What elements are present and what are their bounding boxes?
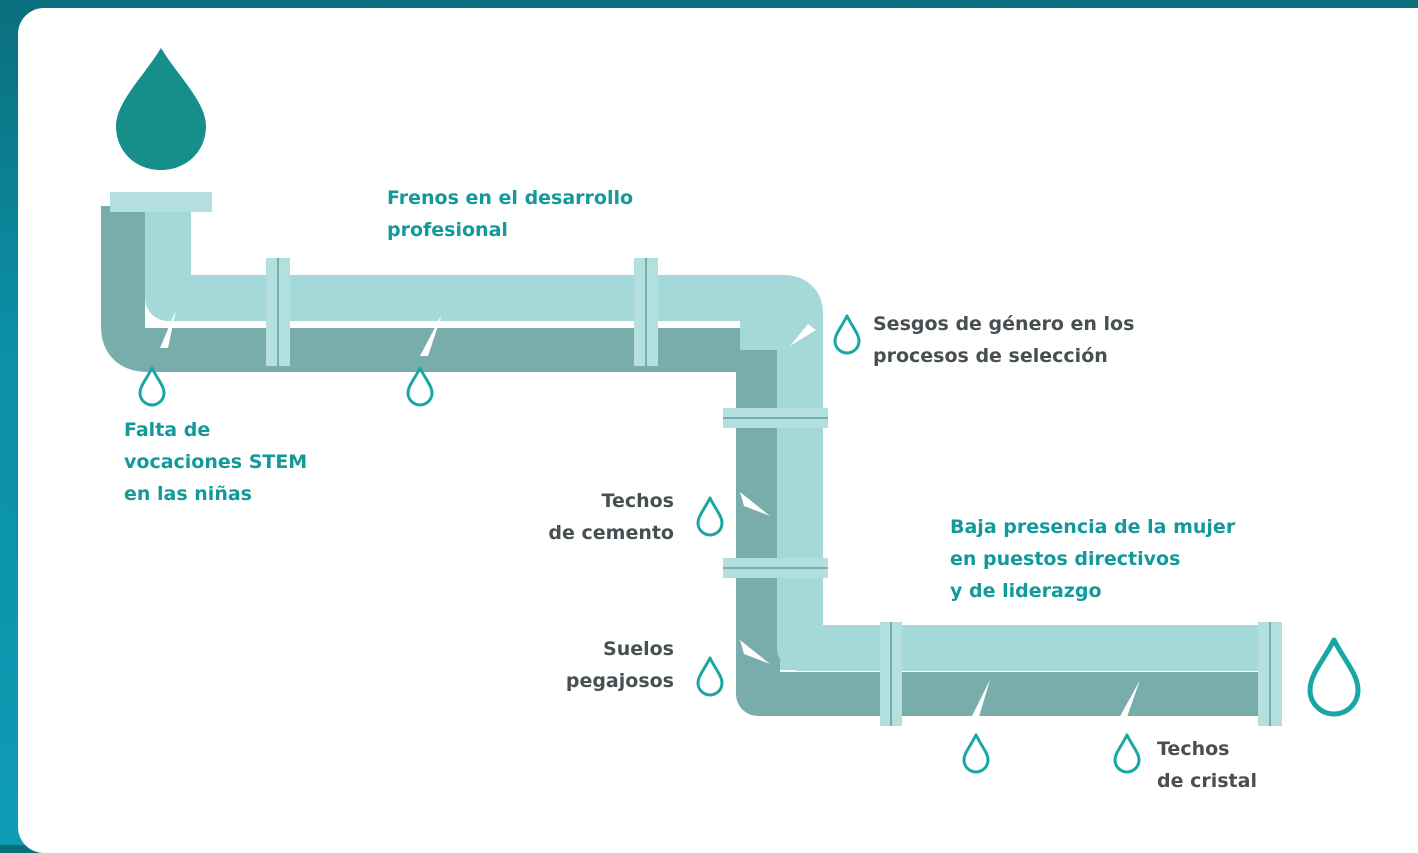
pipe-crack-7 — [1118, 680, 1140, 720]
diagram-card: Falta de vocaciones STEM en las niñas Fr… — [18, 8, 1418, 853]
label-falta-vocaciones: Falta de vocaciones STEM en las niñas — [124, 414, 307, 510]
pipe-crack-6 — [970, 680, 990, 720]
label-line: de cemento — [548, 522, 674, 544]
source-water-drop-icon — [116, 48, 206, 170]
pipe-crack-3 — [790, 324, 816, 346]
label-line: Baja presencia de la mujer — [950, 516, 1236, 538]
label-frenos-desarrollo: Frenos en el desarrollo profesional — [387, 182, 633, 246]
label-line: Sesgos de género en los — [873, 313, 1135, 335]
output-water-drop-icon — [1307, 637, 1361, 717]
label-line: procesos de selección — [873, 345, 1108, 367]
pipe-crack-1 — [160, 310, 176, 348]
label-line: Frenos en el desarrollo — [387, 187, 634, 209]
pipe-crack-4 — [740, 492, 770, 516]
label-suelos-pegajosos: Suelos pegajosos — [566, 633, 674, 697]
label-line: en puestos directivos — [950, 548, 1181, 570]
label-line: Falta de — [124, 419, 211, 441]
label-line: Techos — [601, 490, 674, 512]
pipe-top-flange — [110, 192, 212, 212]
leaky-pipeline-diagram — [101, 48, 1361, 774]
label-line: Techos — [1157, 738, 1230, 760]
label-line: Suelos — [603, 638, 674, 660]
pipe-crack-2 — [420, 314, 442, 356]
label-line: en las niñas — [124, 483, 252, 505]
label-line: de cristal — [1157, 770, 1257, 792]
label-line: y de liderazgo — [950, 580, 1102, 602]
label-techos-cemento: Techos de cemento — [548, 485, 674, 549]
label-techos-cristal: Techos de cristal — [1157, 733, 1257, 797]
pipe-crack-5 — [740, 640, 770, 664]
leak-drop-1-icon — [138, 366, 166, 407]
leak-drop-3-icon — [833, 314, 861, 355]
leak-drop-4-icon — [696, 496, 724, 537]
pipe-elbow-fill — [740, 300, 800, 350]
label-baja-presencia: Baja presencia de la mujer en puestos di… — [950, 511, 1235, 607]
pipeline — [101, 192, 1282, 726]
label-line: profesional — [387, 219, 508, 241]
leak-drop-5-icon — [696, 656, 724, 697]
label-sesgos-genero: Sesgos de género en los procesos de sele… — [873, 308, 1134, 372]
pipe-shadow — [101, 206, 1270, 716]
label-line: pegajosos — [565, 670, 674, 692]
leak-drop-6-icon — [962, 733, 990, 774]
pipe-elbow-fill-2 — [780, 630, 820, 670]
leak-drop-2-icon — [406, 366, 434, 407]
label-line: vocaciones STEM — [124, 451, 308, 473]
leak-drop-7-icon — [1113, 733, 1141, 774]
